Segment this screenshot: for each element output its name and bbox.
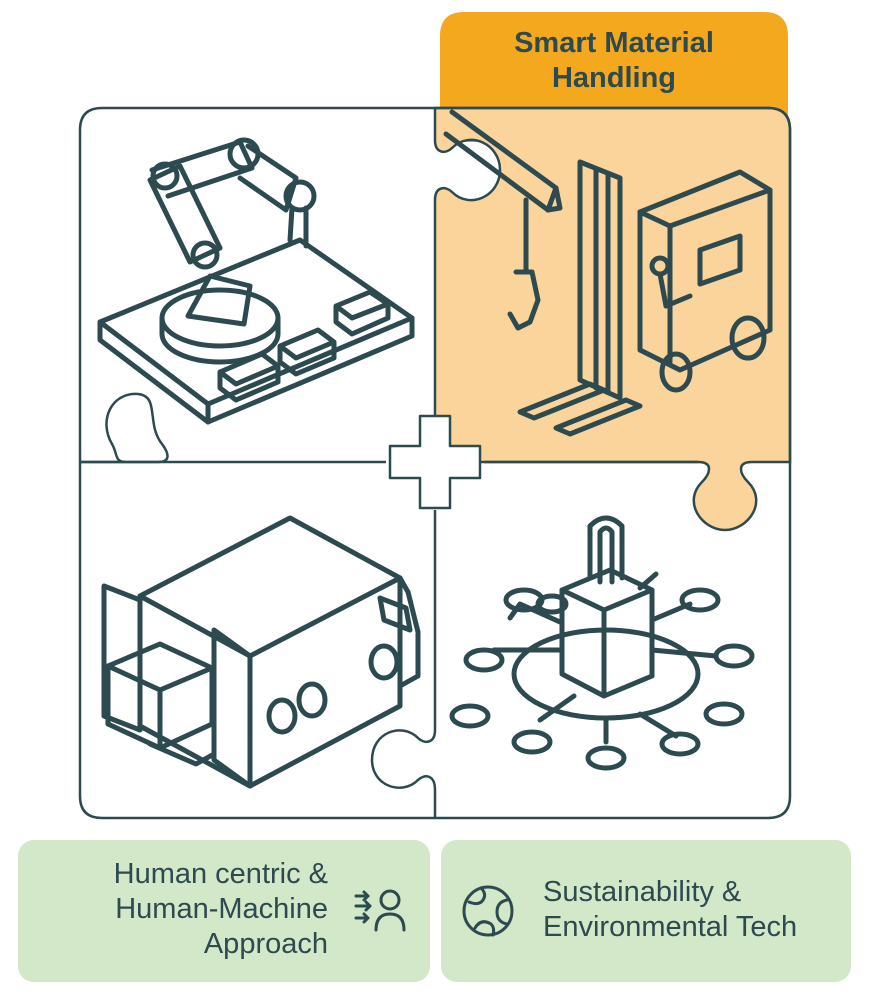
highlight-tab-title: Smart Material Handling [440,26,788,96]
crane-forklift-icon [443,109,773,437]
puzzle-seam-bottom [370,510,437,818]
human-centric-line2: Human-Machine [115,893,328,925]
robot-arm-conveyor-icon [97,137,415,425]
sustainability-line2: Environmental Tech [543,911,798,943]
center-plus [388,414,482,510]
globe-leaf-icon [462,885,514,937]
sustainability-card-text: Sustainability & Environmental Tech [543,875,797,945]
human-centric-icon [354,889,406,932]
sustainability-card: Sustainability & Environmental Tech [441,840,851,982]
delivery-truck-icon [101,515,421,789]
puzzle-frame [78,106,792,820]
puzzle-seam-left [80,392,169,464]
human-centric-card-text: Human centric & Human-Machine Approach [114,857,328,962]
highlight-tab-title-line1: Smart Material [514,27,714,59]
highlight-tab-title-line2: Handling [551,62,677,94]
network-padlock-icon [449,515,755,771]
human-centric-line3: Approach [203,928,328,960]
sustainability-line1: Sustainability & [543,876,742,908]
human-centric-line1: Human centric & [113,858,328,890]
human-centric-card: Human centric & Human-Machine Approach [18,840,430,982]
